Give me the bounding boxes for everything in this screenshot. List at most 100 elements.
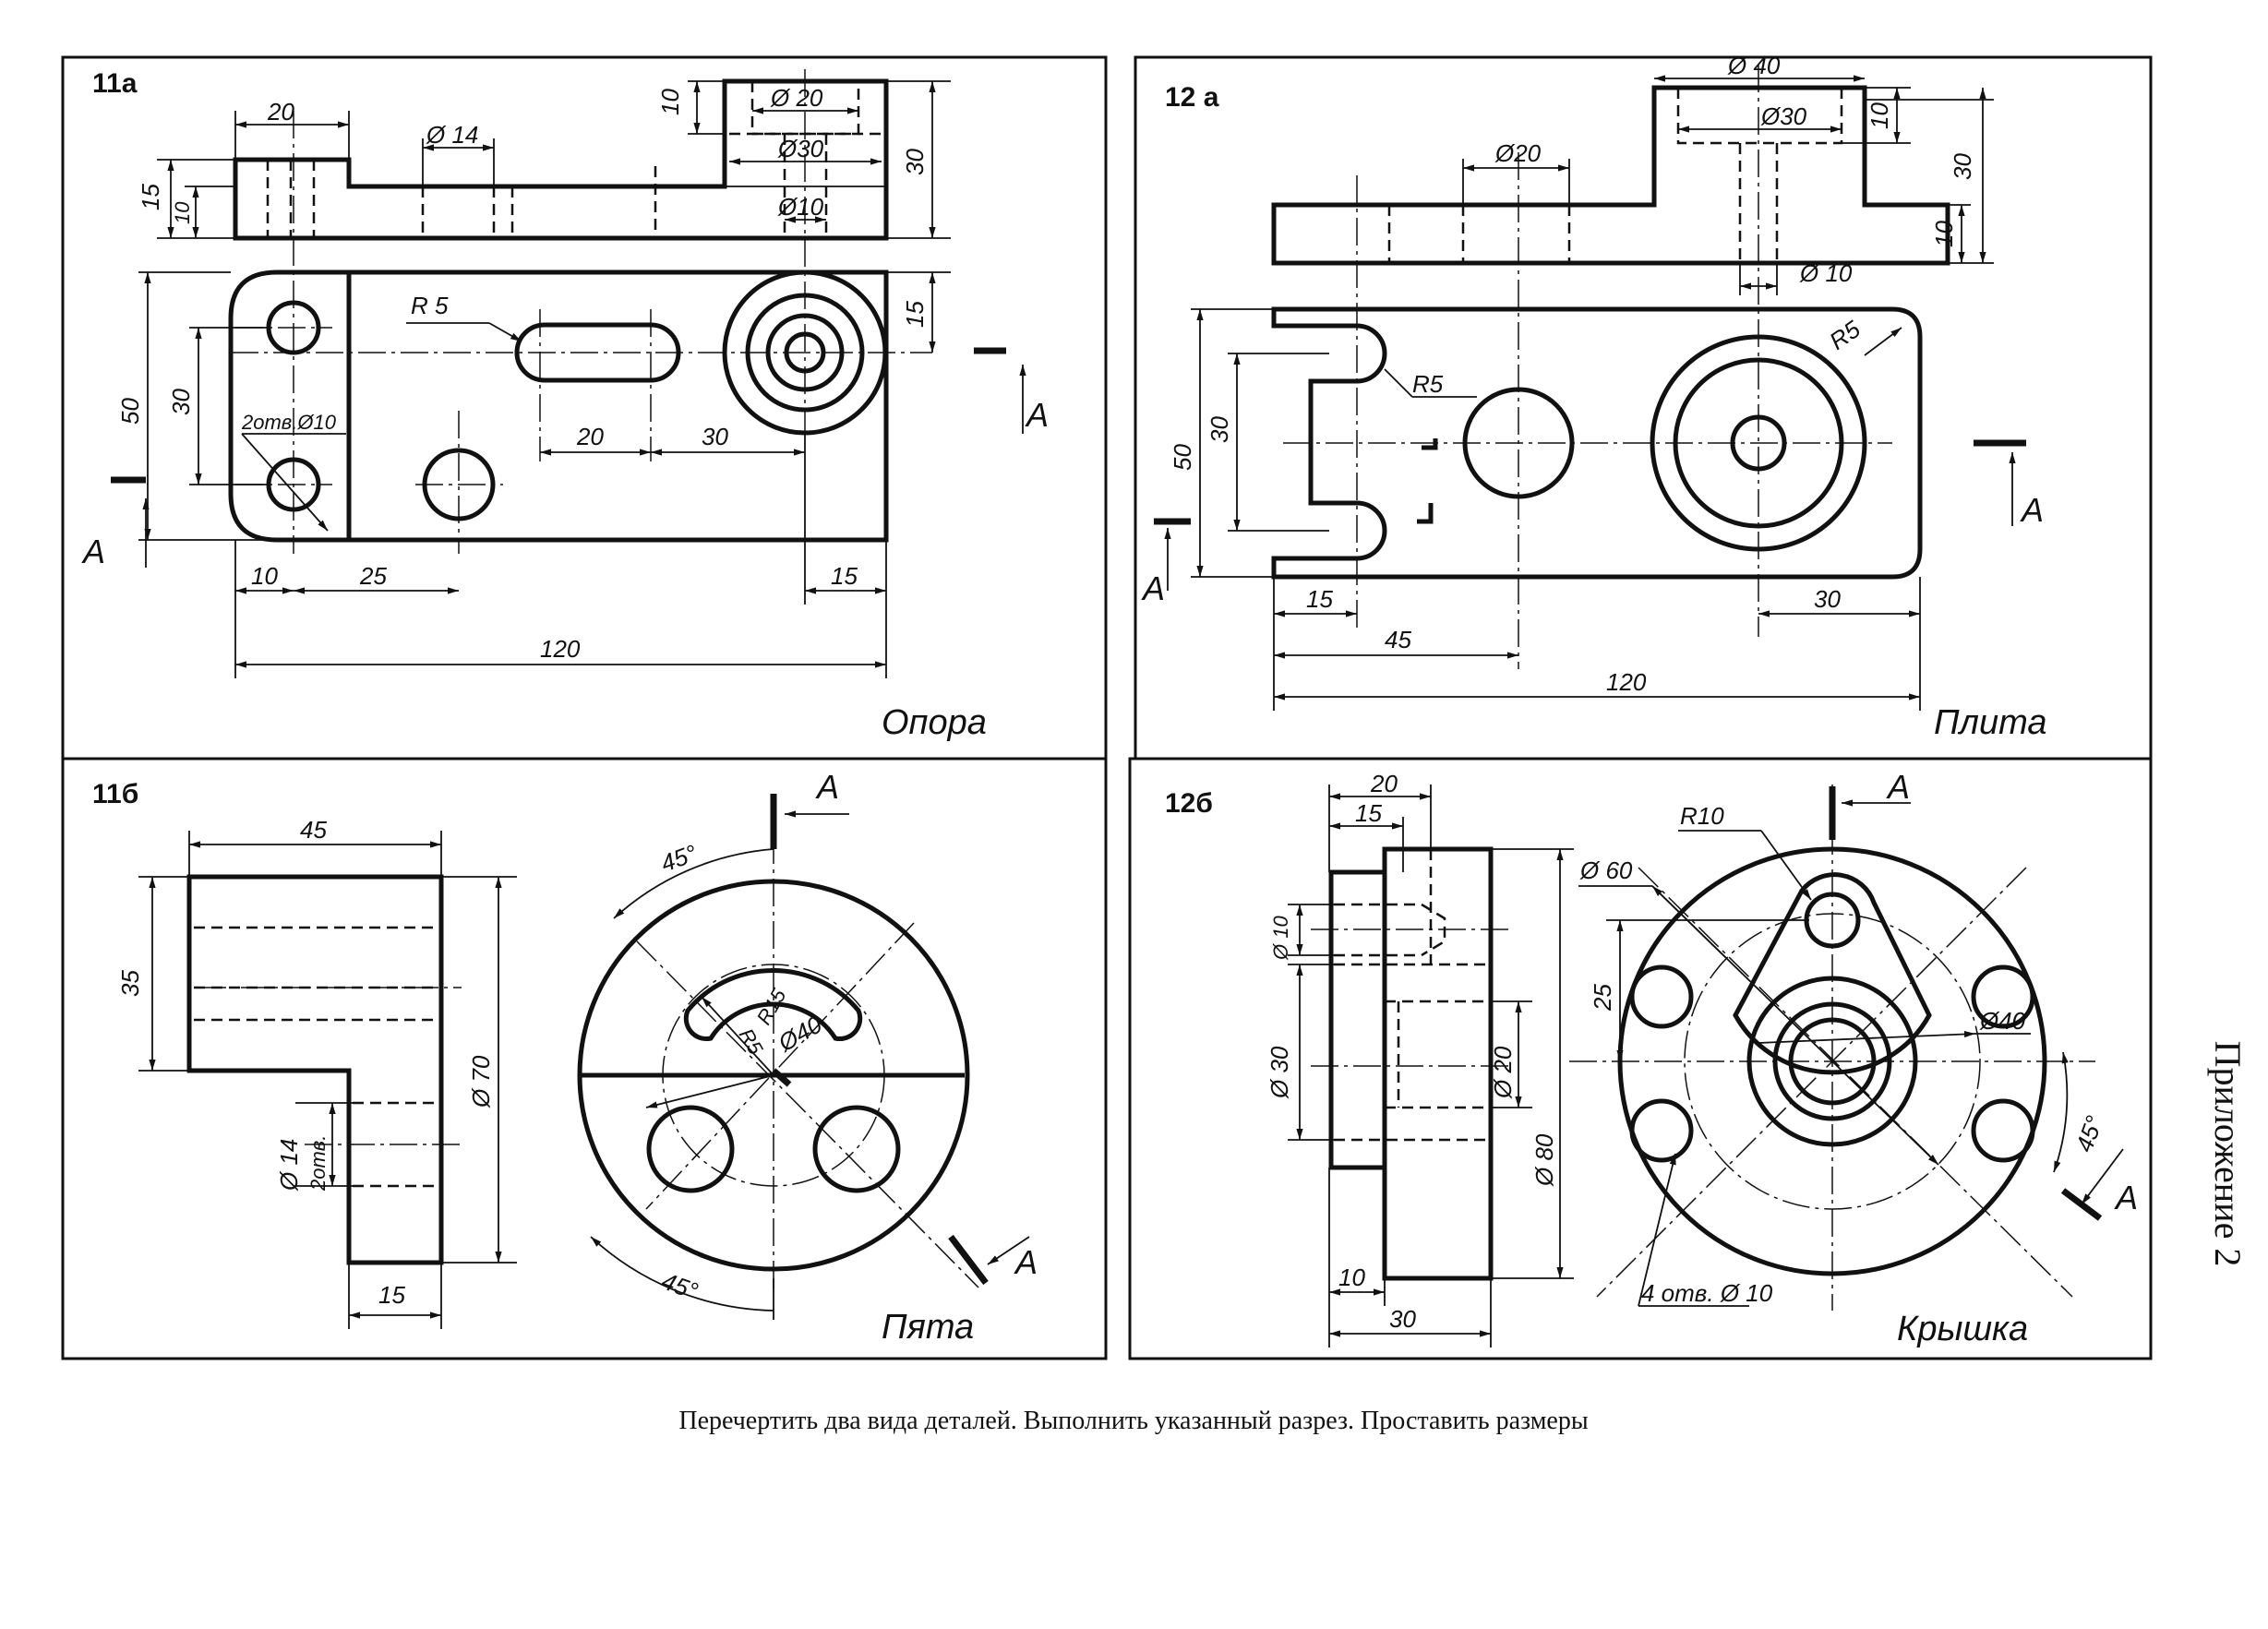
svg-text:20: 20 — [576, 423, 604, 450]
hole — [1971, 1098, 2035, 1163]
svg-text:2отв.Ø10: 2отв.Ø10 — [241, 411, 337, 434]
svg-text:Ø 40: Ø 40 — [1727, 52, 1781, 79]
svg-text:120: 120 — [540, 635, 581, 663]
dimensions-11b-side — [138, 831, 517, 1329]
frame-12a — [1134, 55, 2153, 761]
svg-text:Ø 10: Ø 10 — [1799, 259, 1853, 287]
section-mark-a: A — [1014, 1243, 1038, 1281]
svg-text:30: 30 — [1389, 1305, 1416, 1333]
svg-text:4 отв. Ø 10: 4 отв. Ø 10 — [1641, 1279, 1773, 1307]
svg-text:Ø 20: Ø 20 — [1489, 1046, 1517, 1099]
svg-text:30: 30 — [167, 389, 195, 415]
svg-text:45: 45 — [1385, 626, 1411, 653]
hole — [1971, 964, 2035, 1029]
svg-text:10: 10 — [1866, 102, 1893, 129]
panel-title-11b: Пята — [882, 1308, 974, 1347]
svg-text:10: 10 — [1338, 1264, 1365, 1291]
svg-text:45°: 45° — [657, 839, 701, 878]
svg-text:15: 15 — [831, 562, 858, 590]
svg-text:45°: 45° — [658, 1266, 702, 1305]
svg-text:50: 50 — [116, 398, 144, 425]
svg-text:15: 15 — [901, 301, 929, 328]
svg-text:Ø40: Ø40 — [1979, 1007, 2026, 1035]
svg-text:50: 50 — [1169, 444, 1196, 471]
panel-title-12a: Плита — [1934, 703, 2046, 742]
panel-title-12b: Крышка — [1897, 1310, 2028, 1348]
section-mark-a: A — [815, 768, 839, 806]
svg-text:10: 10 — [1930, 221, 1958, 247]
plan-view-outline — [1271, 306, 1923, 580]
panel-tag-11a: 11a — [92, 68, 138, 99]
svg-text:15: 15 — [1355, 799, 1382, 827]
svg-text:25: 25 — [1589, 984, 1616, 1012]
svg-text:10: 10 — [656, 89, 684, 115]
dimensions-12b-side — [1288, 785, 1574, 1348]
arc-slot — [683, 967, 863, 1041]
svg-text:35: 35 — [116, 970, 144, 997]
svg-text:Ø20: Ø20 — [1494, 139, 1542, 167]
frame-12b — [1128, 757, 2153, 1360]
frame-11b — [61, 757, 1108, 1360]
section-mark-a: A — [2020, 491, 2044, 529]
svg-text:Ø 14: Ø 14 — [275, 1139, 303, 1192]
frame-11a — [61, 55, 1108, 761]
svg-text:Ø 20: Ø 20 — [770, 84, 823, 112]
section-mark-a: A — [2114, 1179, 2138, 1216]
section-mark-a: A — [1886, 768, 1910, 806]
svg-text:R5: R5 — [1824, 315, 1866, 355]
panel-11b: 11б 45 35 Ø 7 — [92, 768, 1038, 1347]
hidden-lines — [1387, 88, 1843, 263]
svg-text:15: 15 — [1306, 585, 1333, 613]
svg-text:Ø 14: Ø 14 — [426, 121, 478, 149]
svg-text:R5: R5 — [735, 1024, 768, 1060]
svg-text:Ø 80: Ø 80 — [1530, 1133, 1558, 1187]
side-view-outline — [1328, 846, 1494, 1281]
panel-12b: 12б — [1165, 768, 2138, 1348]
hole — [1629, 964, 1694, 1029]
boss-outer — [1650, 334, 1867, 552]
svg-text:R5: R5 — [1412, 370, 1444, 398]
panel-tag-12b: 12б — [1165, 788, 1213, 819]
front-view-outline — [1271, 85, 1950, 266]
svg-text:10: 10 — [251, 562, 278, 590]
svg-text:20: 20 — [267, 98, 294, 126]
hole-right — [812, 1105, 901, 1193]
svg-text:45: 45 — [300, 816, 327, 844]
panel-12a: 12 a A A — [1141, 52, 2046, 742]
svg-text:30: 30 — [1814, 585, 1841, 613]
dimensions-12a — [1191, 75, 1994, 711]
hole — [1629, 1098, 1694, 1163]
panel-tag-11b: 11б — [92, 779, 138, 809]
svg-text:30: 30 — [901, 149, 929, 175]
svg-text:10: 10 — [171, 201, 194, 224]
panel-title-11a: Опора — [882, 703, 987, 742]
side-view-outline — [186, 874, 444, 1265]
panel-frames — [61, 55, 2153, 1360]
svg-text:120: 120 — [1606, 668, 1647, 696]
svg-text:Ø10: Ø10 — [777, 193, 824, 221]
appendix-label: Приложение 2 — [2207, 1041, 2249, 1267]
svg-text:30: 30 — [702, 423, 728, 450]
svg-text:45°: 45° — [2070, 1112, 2108, 1156]
svg-text:30: 30 — [1949, 153, 1976, 180]
svg-text:R 5: R 5 — [411, 292, 449, 319]
svg-text:30: 30 — [1206, 416, 1233, 443]
dimensions-11a — [138, 80, 951, 678]
panel-tag-12a: 12 a — [1165, 82, 1219, 113]
svg-text:25: 25 — [359, 562, 387, 590]
svg-text:2отв.: 2отв. — [306, 1135, 330, 1192]
panel-11a: 11a — [81, 68, 1049, 742]
svg-text:Ø 60: Ø 60 — [1579, 856, 1633, 884]
lug — [1733, 872, 1932, 1075]
svg-text:R10: R10 — [1680, 802, 1724, 830]
svg-text:Ø 30: Ø 30 — [1266, 1046, 1293, 1099]
svg-text:Ø30: Ø30 — [1760, 102, 1807, 130]
hidden-lines — [1334, 849, 1486, 1142]
svg-text:15: 15 — [378, 1281, 405, 1309]
section-mark-a: A — [1025, 396, 1049, 434]
svg-text:Ø 70: Ø 70 — [467, 1055, 495, 1108]
dimensions-12b-front — [1578, 830, 2069, 1307]
svg-text:20: 20 — [1370, 770, 1398, 797]
svg-text:Ø30: Ø30 — [777, 135, 824, 162]
